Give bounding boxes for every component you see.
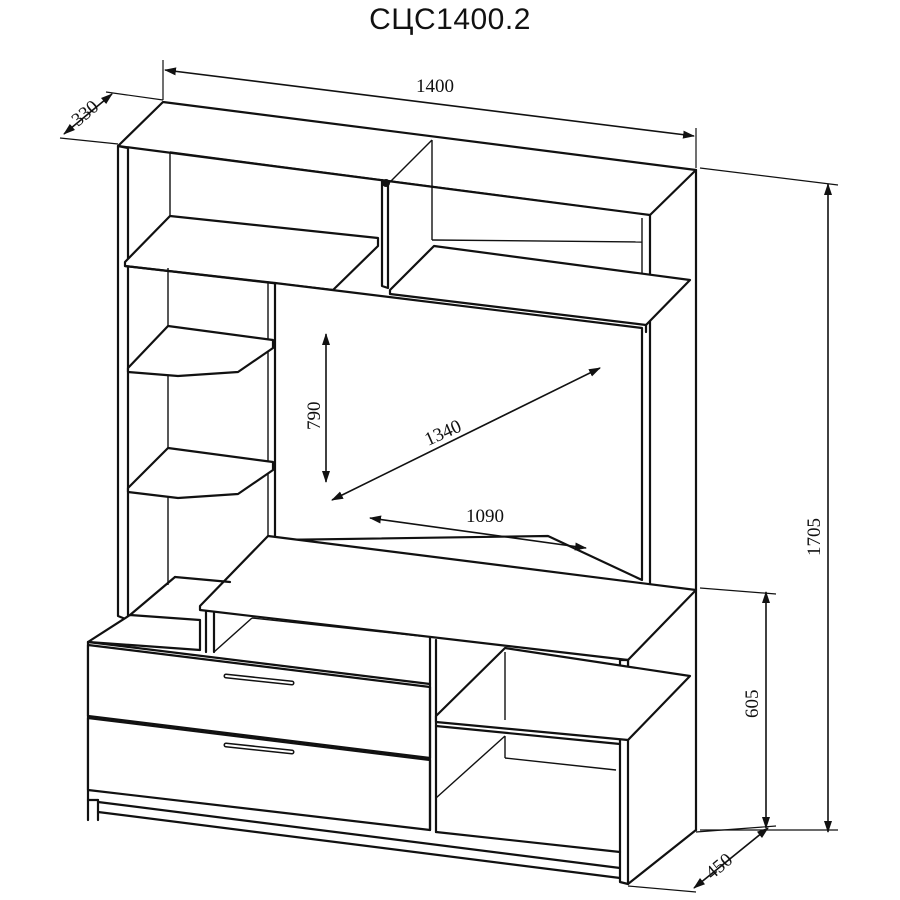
base-height-label: 605 [742, 690, 763, 719]
lower-cabinet [86, 534, 698, 886]
tv-width-label: 1090 [466, 506, 504, 527]
width-label: 1400 [416, 76, 454, 97]
product-title: СЦС1400.2 [369, 3, 531, 36]
base-depth-label: 450 [702, 849, 737, 883]
upper-cabinet [116, 100, 698, 622]
dimension-lines [59, 60, 839, 893]
tv-height-label: 790 [304, 402, 325, 431]
height-label: 1705 [804, 518, 825, 556]
